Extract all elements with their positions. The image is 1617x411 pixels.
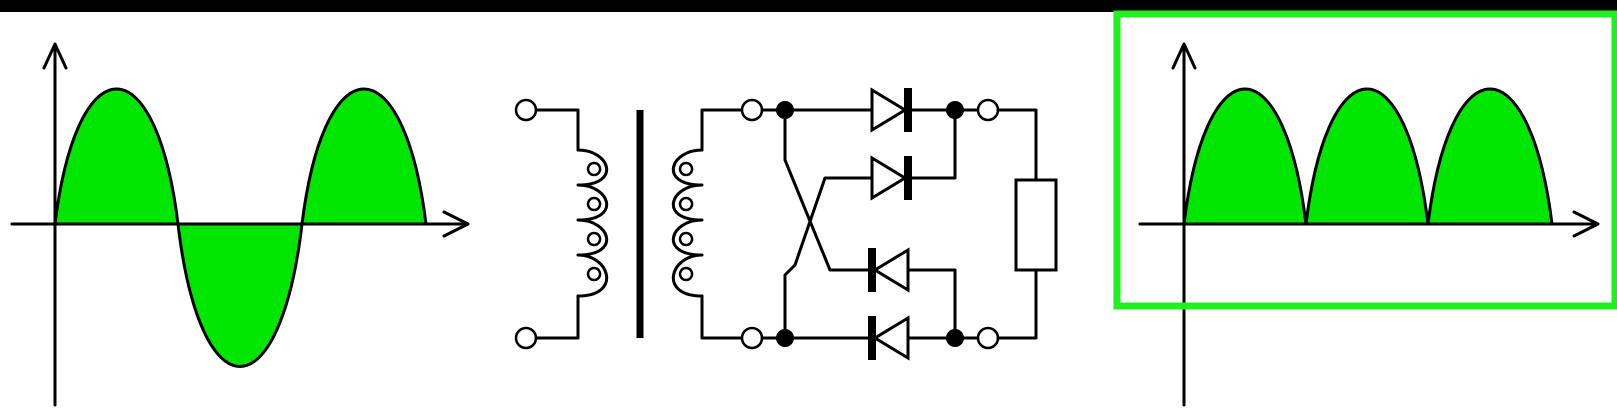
secondary-lead-top <box>700 108 744 152</box>
output-x-axis-arrow <box>1572 210 1600 238</box>
cross-wire-b <box>783 108 874 272</box>
diode-4 <box>872 315 910 361</box>
primary-lead-top <box>534 108 580 152</box>
diode-3 <box>872 247 910 293</box>
bridge-rectifier-circuit <box>514 87 1058 361</box>
top-bar <box>0 0 1617 12</box>
input-x-axis-arrow <box>442 210 470 238</box>
input-y-axis-arrow <box>42 42 68 70</box>
load-resistor <box>1014 178 1058 272</box>
diode-1 <box>870 87 908 133</box>
rectified-hump-3 <box>1426 87 1554 226</box>
primary-coil <box>576 148 609 298</box>
secondary-coil <box>671 148 704 298</box>
secondary-coil-loops <box>678 161 694 282</box>
secondary-terminal-bottom <box>740 326 764 350</box>
primary-terminal-top <box>514 98 538 122</box>
secondary-terminal-top <box>740 98 764 122</box>
input-waveform-panel <box>10 42 470 407</box>
sine-positive-half-2 <box>300 87 428 226</box>
sine-positive-half-1 <box>53 87 180 226</box>
output-terminal-top <box>976 98 1000 122</box>
primary-coil-loops <box>586 161 602 282</box>
output-waveform-panel <box>1113 10 1617 407</box>
primary-lead-bottom <box>534 294 580 340</box>
rectified-hump-2 <box>1304 87 1430 226</box>
rectified-hump-1 <box>1182 87 1308 226</box>
highlight-box <box>1113 10 1617 310</box>
primary-terminal-bottom <box>514 326 538 350</box>
cross-wire-a <box>783 176 874 340</box>
secondary-lead-bottom <box>700 294 744 340</box>
output-y-axis-arrow <box>1171 42 1197 70</box>
diode-2 <box>870 155 908 201</box>
output-terminal-bottom <box>976 326 1000 350</box>
sine-negative-half <box>176 222 304 368</box>
